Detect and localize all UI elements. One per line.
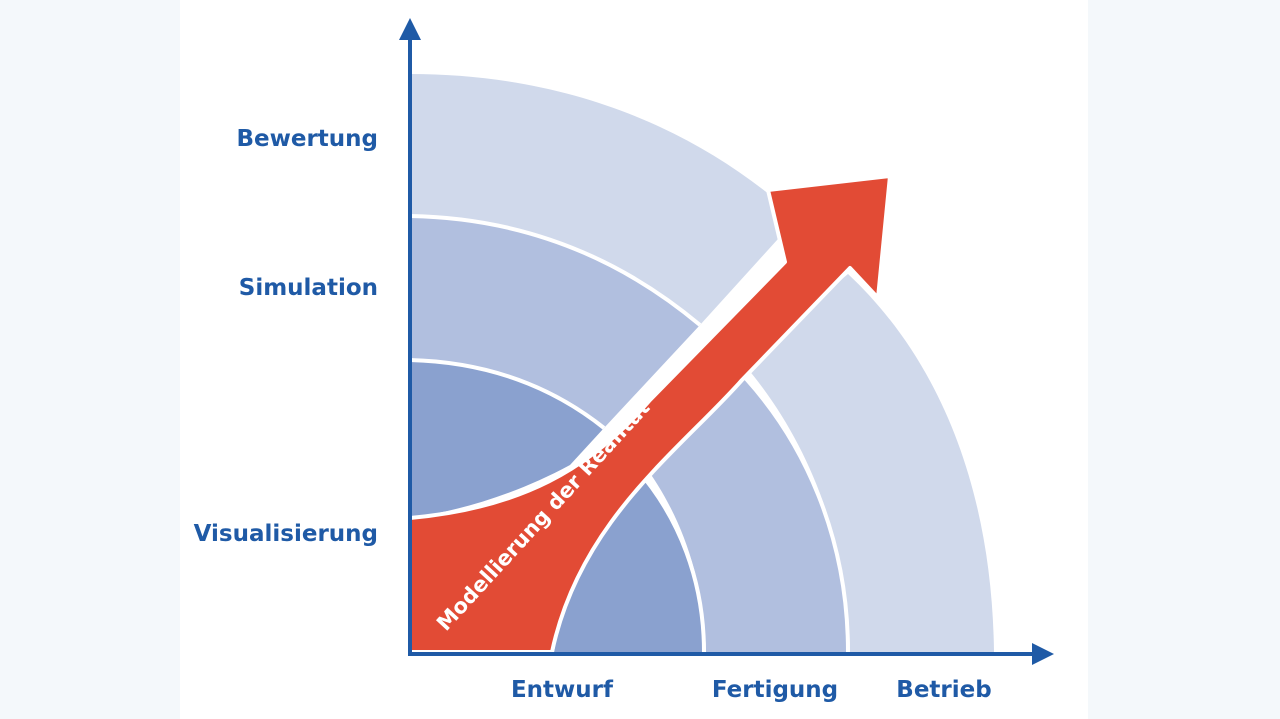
band-bewertung <box>410 74 797 325</box>
y-axis-arrowhead <box>399 18 421 40</box>
x-label-betrieb: Betrieb <box>896 677 992 703</box>
band-visualisierung <box>410 360 604 518</box>
y-label-visualisierung: Visualisierung <box>193 521 378 547</box>
level-bands <box>410 74 797 518</box>
x-axis-arrowhead <box>1032 643 1054 665</box>
x-label-entwurf: Entwurf <box>510 677 614 703</box>
band-separators <box>409 214 850 653</box>
y-label-bewertung: Bewertung <box>236 126 378 152</box>
band-betrieb <box>742 274 994 652</box>
arrow-body <box>408 174 892 654</box>
band-fertigung <box>642 368 848 652</box>
y-label-simulation: Simulation <box>238 275 378 301</box>
x-label-fertigung: Fertigung <box>711 677 839 703</box>
axes <box>399 18 1054 665</box>
left-margin-band <box>0 0 180 719</box>
right-margin-band <box>1088 0 1280 719</box>
band-simulation <box>410 216 700 428</box>
